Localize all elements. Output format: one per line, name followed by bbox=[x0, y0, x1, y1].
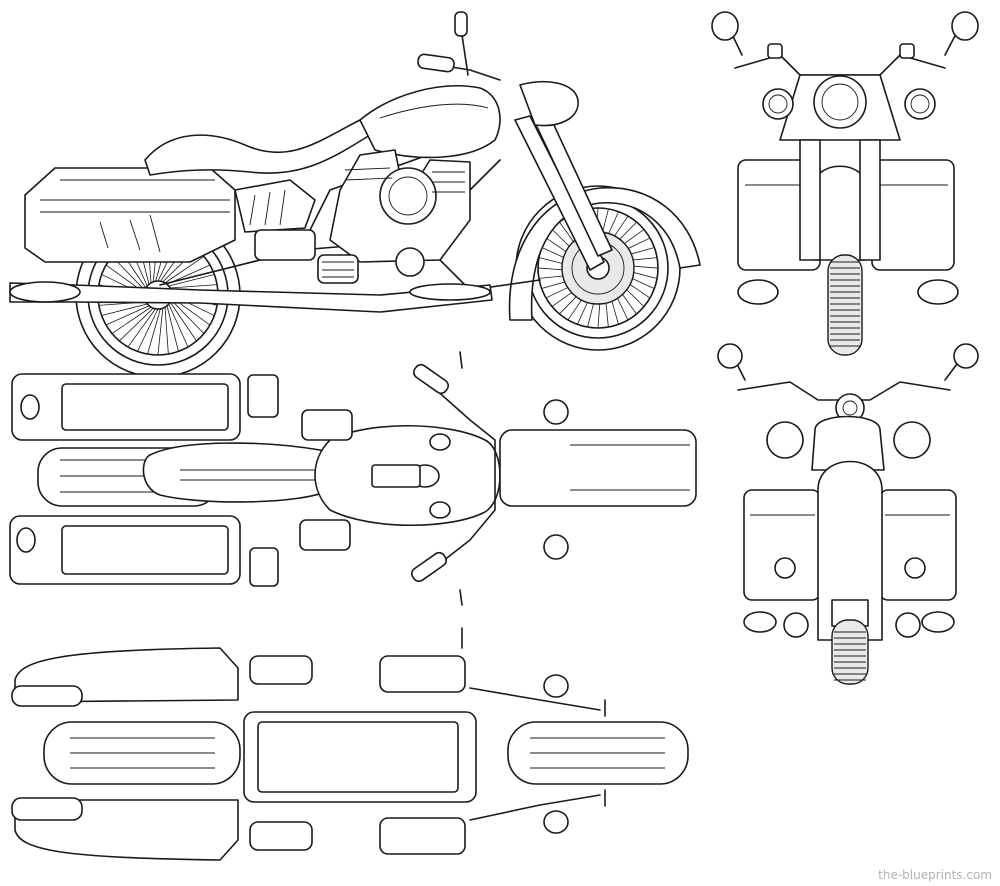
rear-fender bbox=[817, 460, 883, 641]
bottom-view bbox=[11, 627, 689, 861]
side-front-fender bbox=[508, 186, 701, 321]
side-view bbox=[9, 11, 701, 378]
front-mirror-right bbox=[944, 11, 979, 56]
rear-mirror-right bbox=[944, 343, 979, 381]
top-front-fender bbox=[499, 429, 697, 507]
side-saddlebag bbox=[24, 167, 236, 263]
side-fuel-tank bbox=[359, 85, 501, 159]
side-seat bbox=[144, 119, 371, 176]
top-seat bbox=[142, 442, 342, 503]
side-front-fork bbox=[514, 115, 605, 271]
side-engine bbox=[317, 149, 471, 284]
front-mirror-left bbox=[711, 11, 743, 56]
front-aux-light-right bbox=[904, 88, 936, 120]
front-aux-light-left bbox=[762, 88, 794, 120]
side-headlight-nacelle bbox=[519, 80, 579, 127]
top-handlebar bbox=[424, 379, 496, 576]
rear-view bbox=[717, 343, 979, 685]
front-saddlebag-right bbox=[871, 159, 955, 271]
bottom-exhaust-upper bbox=[11, 685, 83, 707]
watermark: the-blueprints.com bbox=[878, 868, 992, 882]
top-view bbox=[9, 351, 697, 606]
rear-saddlebag-right bbox=[879, 489, 957, 601]
bottom-exhaust-lower bbox=[11, 797, 83, 821]
front-fender bbox=[814, 165, 866, 261]
rear-saddlebag-left bbox=[743, 489, 821, 601]
rear-mirror-left bbox=[717, 343, 746, 381]
front-view bbox=[711, 11, 979, 356]
